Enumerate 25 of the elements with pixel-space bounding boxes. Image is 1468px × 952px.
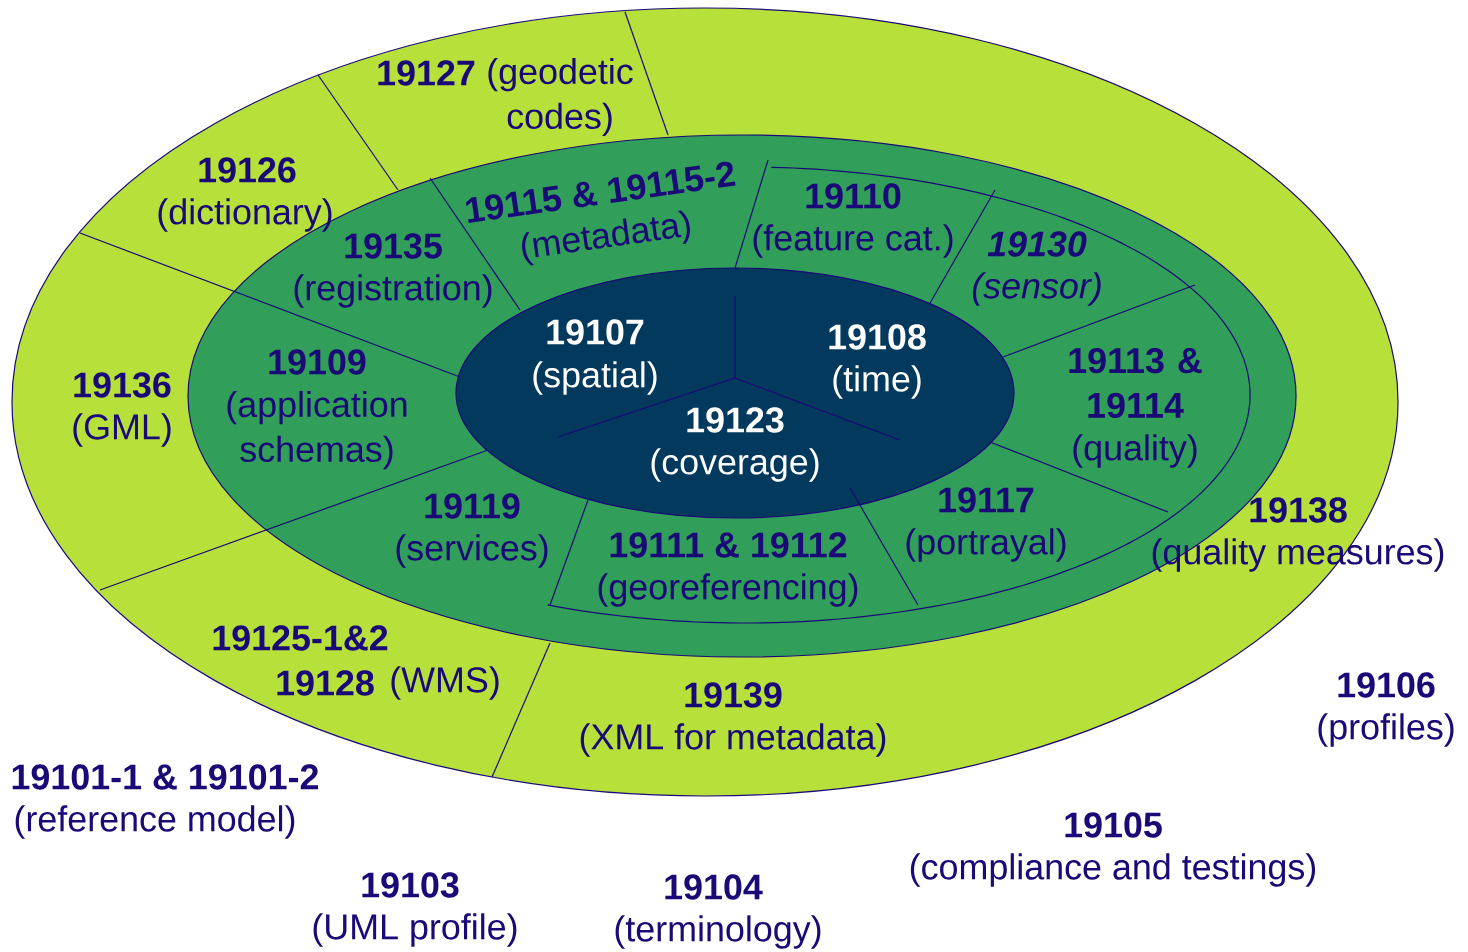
standard-label: (reference model) <box>15 805 295 839</box>
standard-label: 19104 <box>665 874 763 900</box>
sector-label: 19127 (geodetic codes) <box>378 57 633 137</box>
standard-label: (terminology) <box>615 915 821 949</box>
sector-label: 19136 (GML) <box>73 372 171 447</box>
sector-label: 19139 (XML for metadata) <box>580 682 886 757</box>
sector-label: 19111 & 19112 (georeferencing) <box>598 532 858 607</box>
sector-label: 19117 (portrayal) <box>906 487 1066 562</box>
sector-label: 19130 (sensor) <box>972 231 1101 306</box>
standard-label: (compliance and testings) <box>910 853 1316 887</box>
standard-label: 19101-1 & 19101-2 <box>12 764 318 790</box>
sector-label: 19125-1&2 19128 (WMS) <box>213 625 499 700</box>
standard-label: 19106 <box>1338 672 1435 698</box>
sector-label: 19108 (time) <box>829 324 926 399</box>
sector-label: 19126 (dictionary) <box>158 157 332 232</box>
standard-label: 19103 <box>362 872 459 898</box>
sector-label: 19113 & 19114 (quality) <box>1069 347 1202 468</box>
standard-label: 19105 <box>1065 812 1162 838</box>
sector-label: 19109 (application schemas) <box>227 349 407 470</box>
standard-label: (profiles) <box>1318 713 1454 747</box>
standard-label: (UML profile) <box>313 913 517 947</box>
sector-label: 19123 (coverage) <box>651 407 819 482</box>
sector-label: 19107 (spatial) <box>533 319 657 395</box>
sector-label: 19119 (services) <box>396 493 548 568</box>
sector-label: 19110 (feature cat.) <box>753 183 953 258</box>
